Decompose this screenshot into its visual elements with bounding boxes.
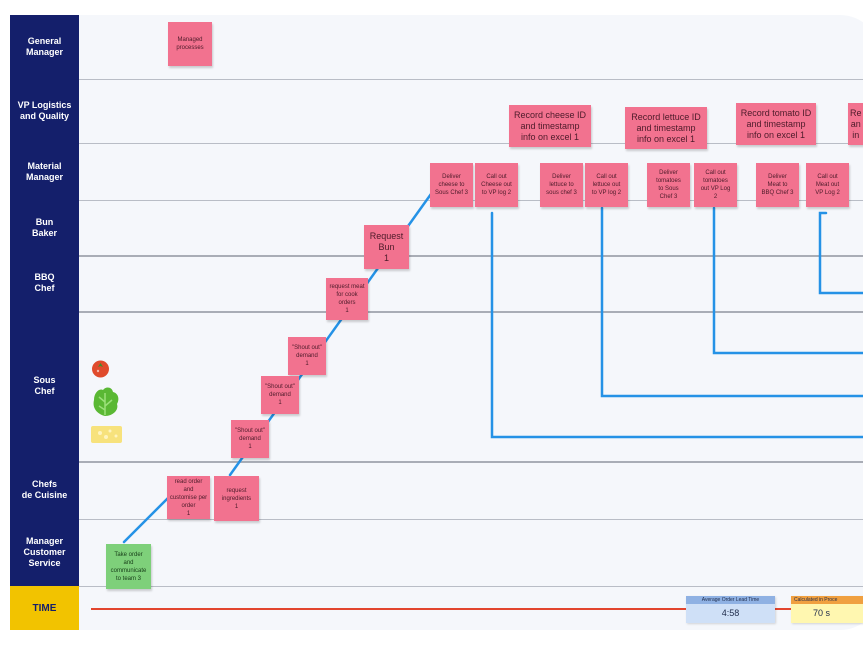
note-request-meat[interactable]: request meat for cook orders 1 xyxy=(326,278,368,320)
lane-label-vp-logistics: VP Logistics and Quality xyxy=(10,79,79,143)
note-callout-cheese[interactable]: Call out Cheese out to VP log 2 xyxy=(475,163,518,207)
note-record-partial[interactable]: Re an in xyxy=(848,103,863,145)
note-callout-tomatoes[interactable]: Call out tomatoes out VP Log 2 xyxy=(694,163,737,207)
lane-separator xyxy=(79,311,863,313)
note-request-ingredients[interactable]: request ingredients 1 xyxy=(214,476,259,521)
note-take-order[interactable]: Take order and communicate to team 3 xyxy=(106,544,151,589)
note-deliver-cheese[interactable]: Deliver cheese to Sous Chef 3 xyxy=(430,163,473,207)
lane-label-sous-chef: Sous Chef xyxy=(10,311,79,461)
swimlane-canvas: General Manager VP Logistics and Quality… xyxy=(10,15,863,630)
note-shout-out-demand-2[interactable]: "Shout out" demand 1 xyxy=(261,376,299,414)
lane-separator xyxy=(79,255,863,257)
note-deliver-lettuce[interactable]: Deliver lettuce to sous chef 3 xyxy=(540,163,583,207)
lane-separator xyxy=(79,461,863,463)
lane-label-chefs-de-cuisine: Chefs de Cuisine xyxy=(10,461,79,519)
metric-value: 70 s xyxy=(813,608,831,618)
connector-cheese-to-sous-chef xyxy=(490,211,863,439)
connector-meat-to-bbq-chef xyxy=(818,211,863,295)
note-managed-processes[interactable]: Managed processes xyxy=(168,22,212,66)
metric-value: 4:58 xyxy=(721,608,740,618)
metric-label: Average Order Lead Time xyxy=(686,596,775,604)
metric-calculated-in-process: Calculated in Proce 70 s xyxy=(791,596,863,623)
lettuce-icon xyxy=(93,387,119,416)
tomato-icon xyxy=(92,360,109,378)
lane-label-manager-customer-service: Manager Customer Service xyxy=(10,519,79,586)
lane-separator xyxy=(79,519,863,520)
note-record-cheese[interactable]: Record cheese ID and timestamp info on e… xyxy=(509,105,591,147)
lane-label-material-manager: Material Manager xyxy=(10,143,79,200)
metric-average-order-lead-time: Average Order Lead Time 4:58 xyxy=(686,596,775,623)
note-shout-out-demand-1[interactable]: "Shout out" demand 1 xyxy=(288,337,326,375)
lane-label-bbq-chef: BBQ Chef xyxy=(10,255,79,311)
note-callout-lettuce[interactable]: Call out lettuce out to VP log 2 xyxy=(585,163,628,207)
metric-label: Calculated in Proce xyxy=(791,596,863,604)
connector-lettuce-to-sous-chef xyxy=(600,206,863,398)
connector-tomatoes-to-sous-chef xyxy=(712,206,863,355)
lane-label-time: TIME xyxy=(10,586,79,630)
cheese-icon xyxy=(91,426,122,443)
note-shout-out-demand-3[interactable]: "Shout out" demand 1 xyxy=(231,420,269,458)
note-callout-meat[interactable]: Call out Meat out VP Log 2 xyxy=(806,163,849,207)
connector-take-order-to-read-order xyxy=(122,496,170,544)
note-deliver-tomatoes[interactable]: Deliver tomatoes to Sous Chef 3 xyxy=(647,163,690,207)
note-request-bun[interactable]: Request Bun 1 xyxy=(364,225,409,269)
note-record-tomato[interactable]: Record tomato ID and timestamp info on e… xyxy=(736,103,816,145)
note-record-lettuce[interactable]: Record lettuce ID and timestamp info on … xyxy=(625,107,707,149)
note-read-order[interactable]: read order and customise per order 1 xyxy=(167,476,210,519)
lane-separator xyxy=(79,143,863,144)
lane-label-general-manager: General Manager xyxy=(10,15,79,79)
lane-label-bun-baker: Bun Baker xyxy=(10,200,79,255)
lane-separator xyxy=(79,586,863,587)
note-deliver-meat[interactable]: Deliver Meat to BBQ Chef 3 xyxy=(756,163,799,207)
lane-separator xyxy=(79,79,863,80)
